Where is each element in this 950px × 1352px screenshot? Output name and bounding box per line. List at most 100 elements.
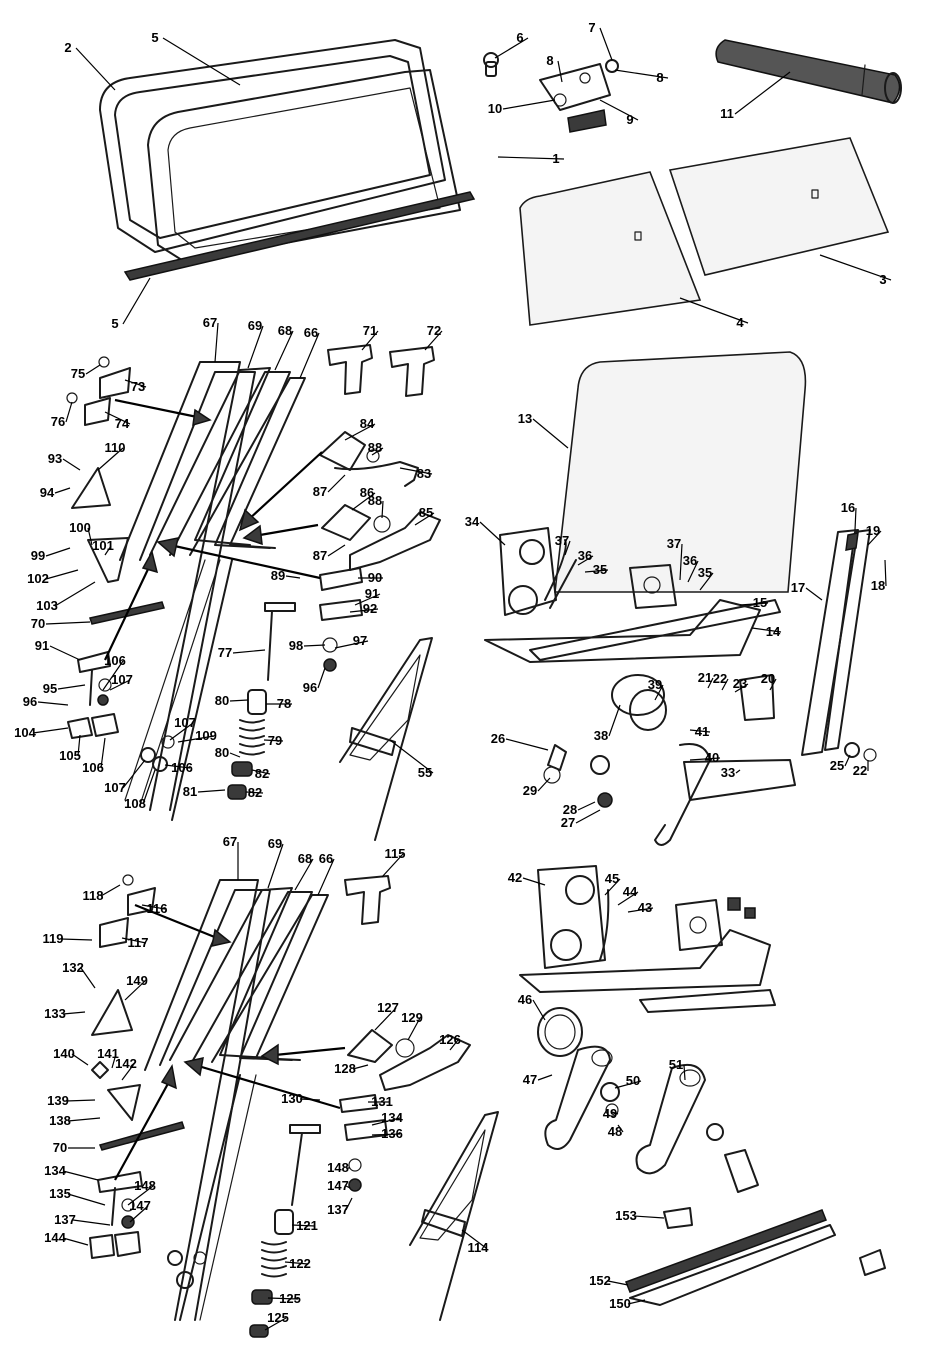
callout-number-7: 7 <box>588 20 595 35</box>
sill-strip-and-clips <box>625 1207 886 1306</box>
callout-leader-line <box>45 621 91 625</box>
callout-number-70: 70 <box>31 616 45 631</box>
callout-number-101: 101 <box>92 538 114 553</box>
callout-number-134: 134 <box>44 1163 66 1178</box>
callout-leader-line <box>177 735 215 743</box>
callout-leader-line <box>614 69 669 79</box>
callout-leader-line <box>537 1074 553 1081</box>
callout-number-100: 100 <box>69 520 91 535</box>
callout-leader-line <box>614 1080 642 1089</box>
callout-leader-line <box>32 727 69 734</box>
callout-leader-line <box>505 738 549 751</box>
door-glass-13 <box>554 351 807 593</box>
callout-leader-line <box>197 789 226 793</box>
callout-number-92: 92 <box>363 601 377 616</box>
callout-leader-line <box>414 512 435 526</box>
callout-number-42: 42 <box>508 870 522 885</box>
callout-number-136: 136 <box>381 1126 403 1141</box>
callout-number-87: 87 <box>313 484 327 499</box>
callout-leader-line <box>122 277 151 325</box>
callout-number-9: 9 <box>626 112 633 127</box>
callout-number-11: 11 <box>720 106 734 121</box>
callout-number-70: 70 <box>53 1140 67 1155</box>
callout-number-152: 152 <box>589 1273 611 1288</box>
callout-number-2: 2 <box>64 40 71 55</box>
callout-number-137: 137 <box>327 1202 349 1217</box>
callout-number-125: 125 <box>279 1291 301 1306</box>
callout-leader-line <box>327 544 346 557</box>
callout-leader-line <box>291 1224 316 1227</box>
callout-leader-line <box>62 458 81 471</box>
callout-number-28: 28 <box>563 802 577 817</box>
callout-leader-line <box>37 701 69 706</box>
callout-number-81: 81 <box>183 784 197 799</box>
callout-number-26: 26 <box>491 731 505 746</box>
callout-leader-line <box>57 684 86 690</box>
callout-number-45: 45 <box>605 871 619 886</box>
callout-number-10: 10 <box>488 101 502 116</box>
callout-leader-line <box>349 608 379 613</box>
callout-leader-line <box>627 907 654 913</box>
callout-number-72: 72 <box>427 323 441 338</box>
callout-number-20: 20 <box>761 671 775 686</box>
callout-leader-line <box>739 602 769 606</box>
callout-number-90: 90 <box>368 570 382 585</box>
lower-left-hinge-upper <box>67 651 175 772</box>
callout-number-102: 102 <box>27 571 49 586</box>
callout-leader-line <box>327 474 346 493</box>
callout-number-127: 127 <box>377 1000 399 1015</box>
callout-leader-line <box>575 809 601 824</box>
callout-number-106: 106 <box>104 653 126 668</box>
callout-leader-line <box>111 1053 117 1069</box>
callout-leader-line <box>164 764 191 769</box>
callout-number-103: 103 <box>36 598 58 613</box>
callout-leader-line <box>854 507 857 531</box>
callout-leader-line <box>62 1237 89 1246</box>
callout-leader-line <box>162 37 241 86</box>
callout-leader-line <box>124 379 147 388</box>
callout-leader-line <box>449 1039 459 1051</box>
callout-number-13: 13 <box>518 411 532 426</box>
callout-leader-line <box>769 678 777 691</box>
callout-number-137: 137 <box>54 1212 76 1227</box>
callout-leader-line <box>371 1133 401 1136</box>
callout-number-6: 6 <box>516 30 523 45</box>
callout-leader-line <box>577 801 596 811</box>
callout-leader-line <box>214 322 219 363</box>
callout-number-134: 134 <box>381 1110 403 1125</box>
callout-number-37: 37 <box>667 536 681 551</box>
callout-number-36: 36 <box>683 553 697 568</box>
callout-leader-line <box>734 683 749 693</box>
callout-leader-line <box>100 884 121 897</box>
callout-number-119: 119 <box>43 931 64 946</box>
callout-leader-line <box>611 1111 619 1115</box>
callout-number-34: 34 <box>465 514 480 529</box>
callout-leader-line <box>577 555 594 566</box>
callout-number-148: 148 <box>327 1160 349 1175</box>
callout-number-131: 131 <box>371 1094 393 1109</box>
callout-number-21: 21 <box>698 670 712 685</box>
callout-number-138: 138 <box>49 1113 71 1128</box>
callout-leader-line <box>844 754 851 767</box>
callout-number-66: 66 <box>319 851 333 866</box>
callout-number-142: 142 <box>115 1056 137 1071</box>
callout-leader-line <box>72 1219 111 1226</box>
callout-leader-line <box>229 752 241 758</box>
callout-leader-line <box>361 330 379 351</box>
callout-number-147: 147 <box>327 1178 349 1193</box>
callout-number-36: 36 <box>578 548 592 563</box>
callout-number-107: 107 <box>104 780 126 795</box>
callout-leader-line <box>247 325 264 369</box>
callout-number-130: 130 <box>281 1091 303 1106</box>
callout-leader-line <box>689 729 711 733</box>
callout-number-16: 16 <box>841 500 855 515</box>
callout-number-121: 121 <box>296 1218 318 1233</box>
spring-and-rod-stack-lower <box>249 1124 362 1338</box>
callout-number-96: 96 <box>23 694 37 709</box>
callout-leader-line <box>65 1099 96 1102</box>
callout-number-117: 117 <box>128 935 149 950</box>
callout-leader-line <box>85 364 101 375</box>
callout-number-82: 82 <box>255 766 269 781</box>
callout-leader-line <box>584 569 609 573</box>
callout-number-79: 79 <box>268 733 282 748</box>
